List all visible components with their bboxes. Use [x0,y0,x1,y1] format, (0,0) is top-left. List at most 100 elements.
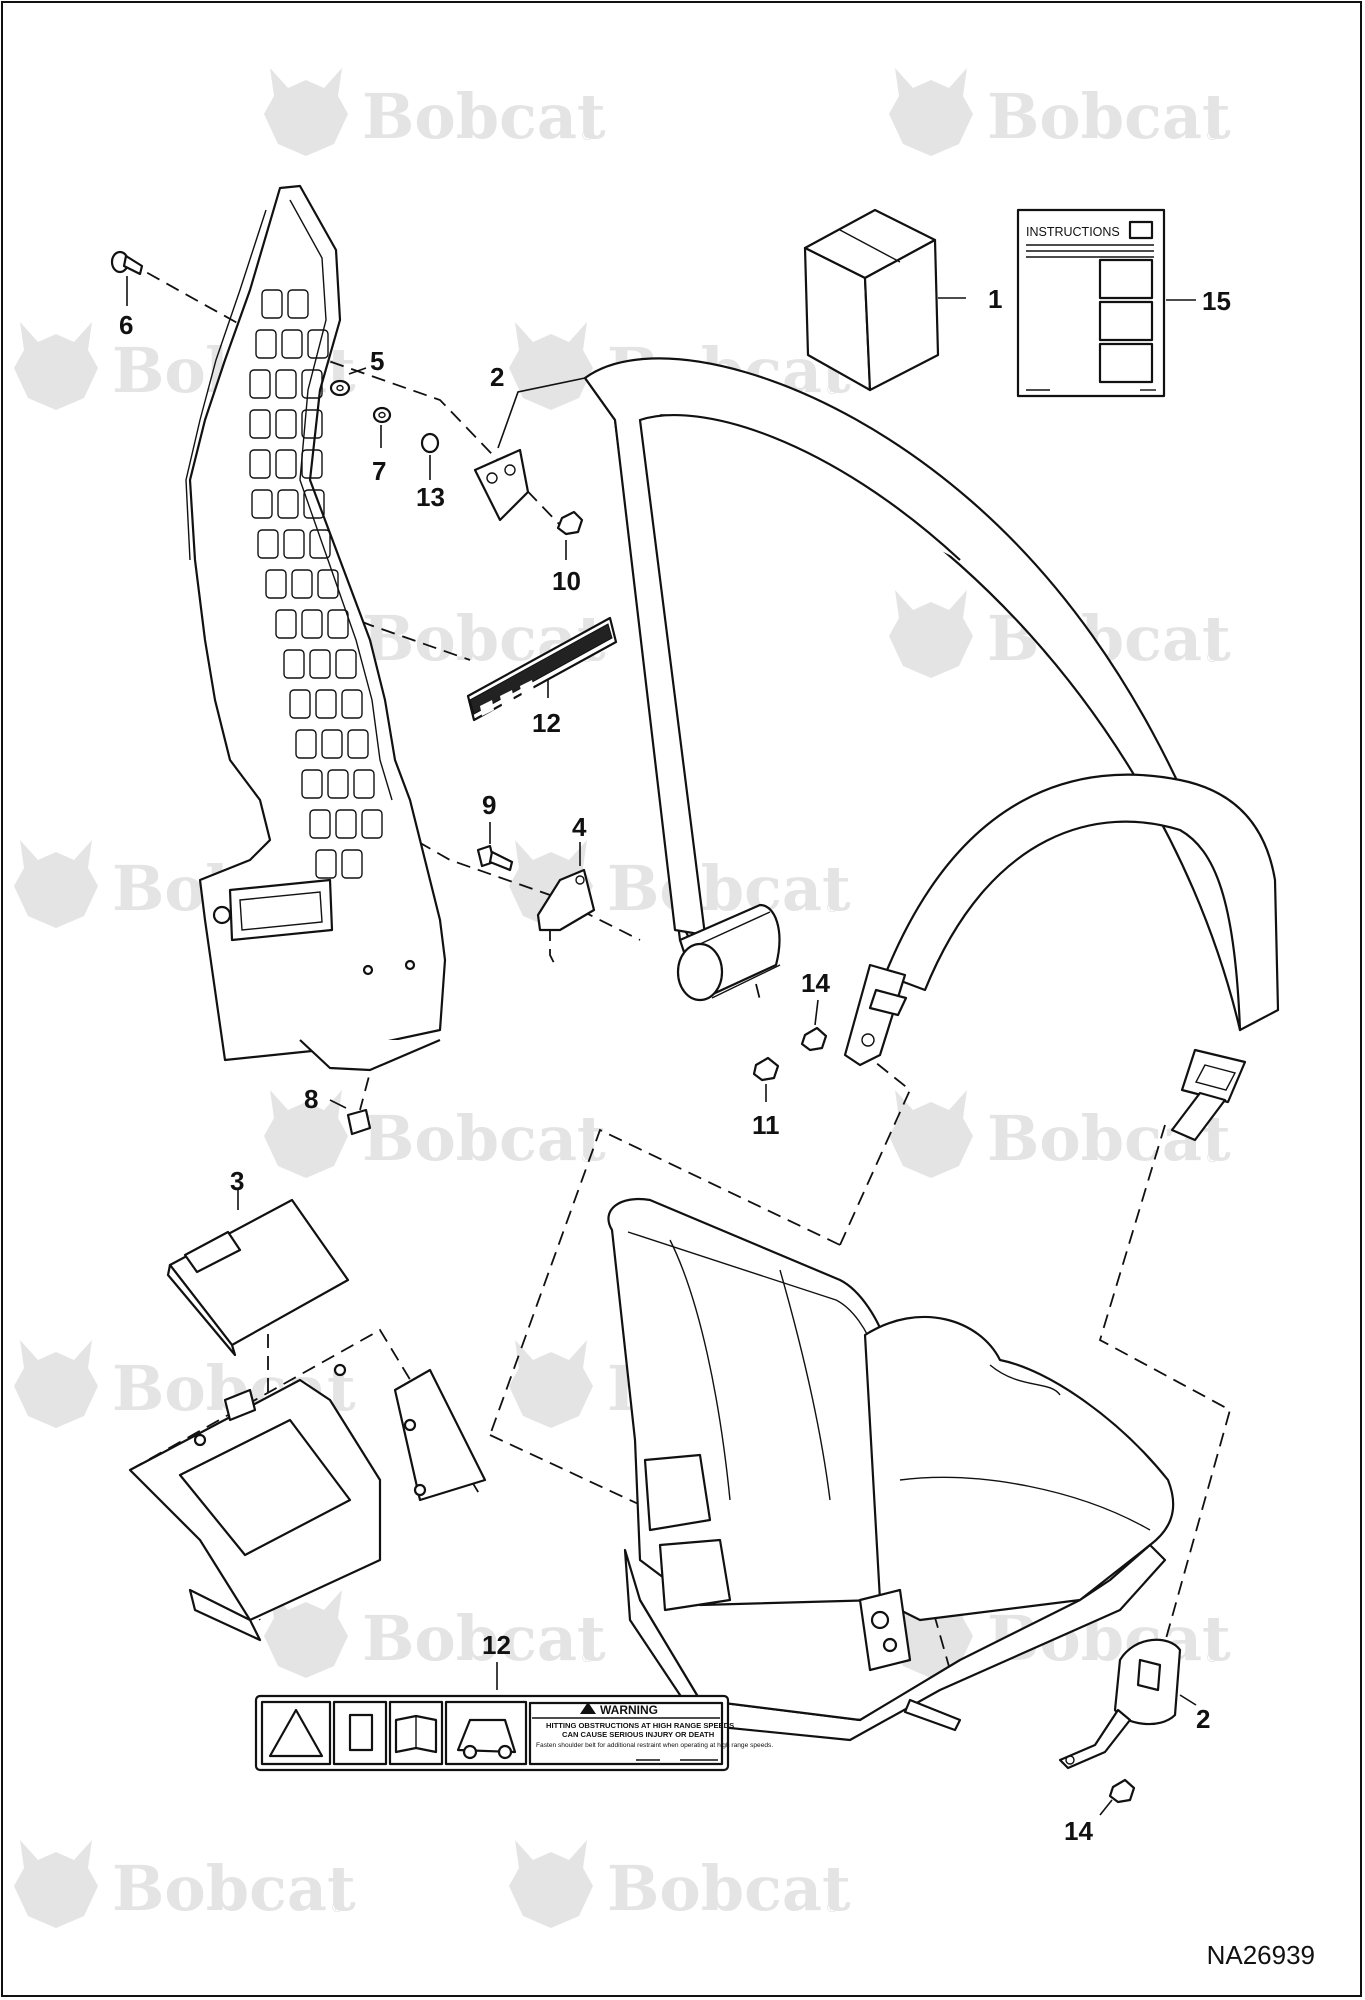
callout-11: 11 [752,1110,780,1140]
callout-15: 15 [1202,286,1231,316]
seat-belt-buckle [1058,1638,1182,1770]
panel-opening [341,849,363,879]
callout-number-layer: 1 2 2 3 4 5 6 7 8 9 10 11 12 12 13 14 14… [119,284,1231,1846]
bolt-8 [346,1108,372,1136]
bobcat-watermark: Bobcat® [889,590,1231,678]
panel-opening [249,369,271,399]
nut-14-lower [1108,1778,1136,1804]
watermark-registered-mark: ® [827,899,838,915]
panel-opening [249,449,271,479]
panel-opening [275,369,297,399]
callout-5: 5 [370,346,384,376]
watermark-brand-text: Bobcat [112,1852,356,1925]
panel-opening [309,809,331,839]
bobcat-logo-icon [14,840,98,928]
callout-6: 6 [119,310,133,340]
warning-body-text: Fasten shoulder belt for additional rest… [536,1742,773,1749]
callout-2-upper: 2 [490,362,504,392]
callout-13: 13 [416,482,445,512]
bobcat-logo-icon [264,1590,348,1678]
watermark-brand-text: Bobcat [607,1852,851,1925]
belt-anchor-tab [843,963,908,1067]
decal-12-small [466,616,618,722]
watermark-brand-text: Bobcat [607,852,851,925]
panel-opening [335,809,357,839]
watermark-registered-mark: ® [1207,1649,1218,1665]
callout-7: 7 [372,456,386,486]
watermark-registered-mark: ® [827,381,838,397]
panel-opening [301,609,323,639]
watermark-registered-mark: ® [332,1899,343,1915]
panel-opening [315,689,337,719]
bobcat-watermark: Bobcat® [509,1840,851,1928]
bobcat-watermark: Bobcat® [264,68,606,156]
panel-opening [265,569,287,599]
seat-back-stitching [669,1239,831,1501]
panel-opening [275,449,297,479]
watermark-registered-mark: ® [1207,649,1218,665]
callout-8: 8 [304,1084,318,1114]
watermark-brand-text: Bobcat [362,80,606,153]
panel-opening [287,289,309,319]
callout-4: 4 [572,812,587,842]
panel-opening [307,329,329,359]
panel-opening [315,849,337,879]
panel-opening [283,649,305,679]
panel-opening [261,289,283,319]
panel-opening [327,769,349,799]
bobcat-logo-icon [509,1840,593,1928]
bobcat-watermark: Bobcat® [14,1840,356,1928]
watermark-registered-mark: ® [582,1149,593,1165]
bobcat-logo-icon [889,590,973,678]
side-screen-panel [185,184,447,1072]
storage-cover-3 [166,1198,350,1357]
panel-opening [353,769,375,799]
panel-opening [277,489,299,519]
callout-14-upper: 14 [801,968,830,998]
warning-heading: WARNING [600,1703,658,1717]
panel-opening [301,369,323,399]
floor-panel [128,1328,487,1642]
instructions-title: INSTRUCTIONS [1026,225,1120,239]
bobcat-watermark: Bobcat® [889,68,1231,156]
panel-opening [281,329,303,359]
panel-opening [291,569,313,599]
panel-opening [361,809,383,839]
bobcat-logo-icon [264,68,348,156]
panel-opening [283,529,305,559]
panel-opening [295,729,317,759]
nut-11 [752,1056,780,1082]
panel-opening [327,609,349,639]
bobcat-logo-icon [889,68,973,156]
panel-opening [257,529,279,559]
callout-9: 9 [482,790,496,820]
bolt-9 [476,844,514,872]
bobcat-logo-icon [509,322,593,410]
kit-box [803,208,940,392]
bobcat-watermark: Bobcat® [264,1090,606,1178]
callout-10: 10 [552,566,581,596]
bobcat-logo-icon [14,1840,98,1928]
panel-opening [309,649,331,679]
callout-2-lower: 2 [1196,1704,1210,1734]
panel-opening [341,689,363,719]
bobcat-logo-icon [264,1090,348,1178]
bobcat-watermark: Bobcat® [264,1590,606,1678]
watermark-registered-mark: ® [1207,1149,1218,1165]
spacer-13 [420,432,440,454]
panel-opening [301,769,323,799]
warning-line-2: CAN CAUSE SERIOUS INJURY OR DEATH [562,1730,714,1739]
bolt-6 [110,250,144,276]
panel-opening [301,409,323,439]
panel-opening [255,329,277,359]
belt-tongue [1170,1048,1247,1142]
washer-5 [329,379,351,397]
panel-opening [321,729,343,759]
panel-opening [301,449,323,479]
panel-opening [335,649,357,679]
callout-3: 3 [230,1166,244,1196]
anchor-plate-2 [473,448,530,522]
watermark-registered-mark: ® [332,1399,343,1415]
